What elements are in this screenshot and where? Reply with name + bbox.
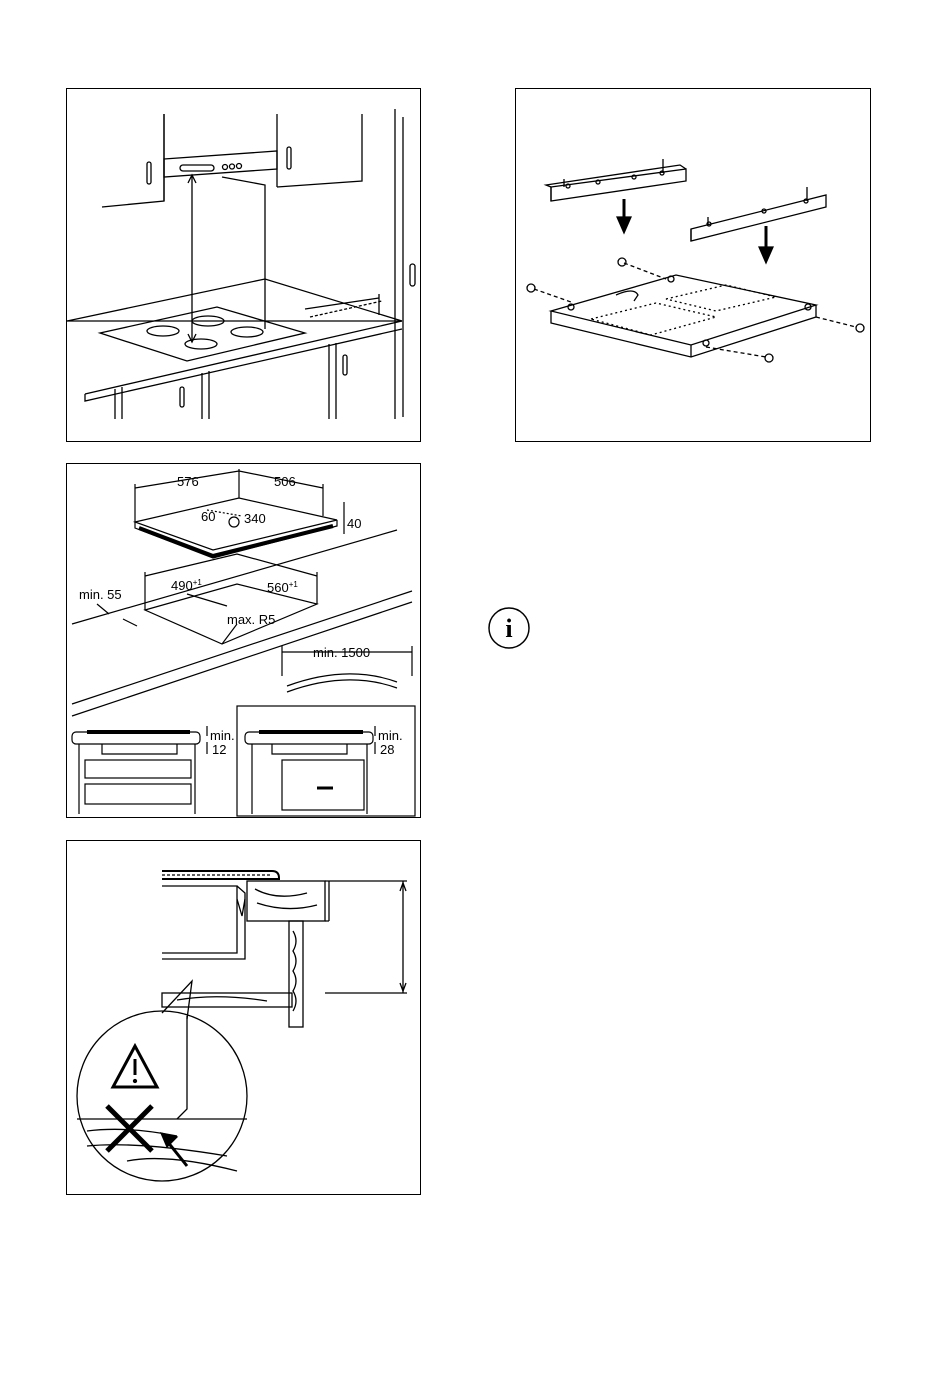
dim-clearance-b: 28 (380, 742, 394, 757)
dim-cutout-width: 490+1 (171, 578, 202, 593)
dim-cable-length: min. 1500 (313, 645, 370, 660)
bracket-installation-diagram (515, 88, 871, 442)
installation-warning-diagram (66, 840, 421, 1195)
cooker-hood-distance-diagram (66, 88, 421, 442)
dim-cutout-depth: 560+1 (267, 580, 298, 595)
dim-max-radius: max. R5 (227, 612, 275, 627)
dim-min-label-a: min. (210, 728, 235, 743)
dim-height: 40 (347, 516, 361, 531)
dim-depth: 506 (274, 474, 296, 489)
dim-min-edge: min. 55 (79, 587, 122, 602)
dim-min-label-b: min. (378, 728, 403, 743)
info-icon-glyph: i (505, 614, 512, 643)
info-icon: i (487, 606, 531, 650)
dim-clearance-a: 12 (212, 742, 226, 757)
installation-dimensions-diagram: 576 506 60 340 40 490+1 560+1 min. 55 ma… (66, 463, 421, 818)
dim-cable-offset: 60 (201, 509, 215, 524)
dim-cable-pos: 340 (244, 511, 266, 526)
dim-width: 576 (177, 474, 199, 489)
